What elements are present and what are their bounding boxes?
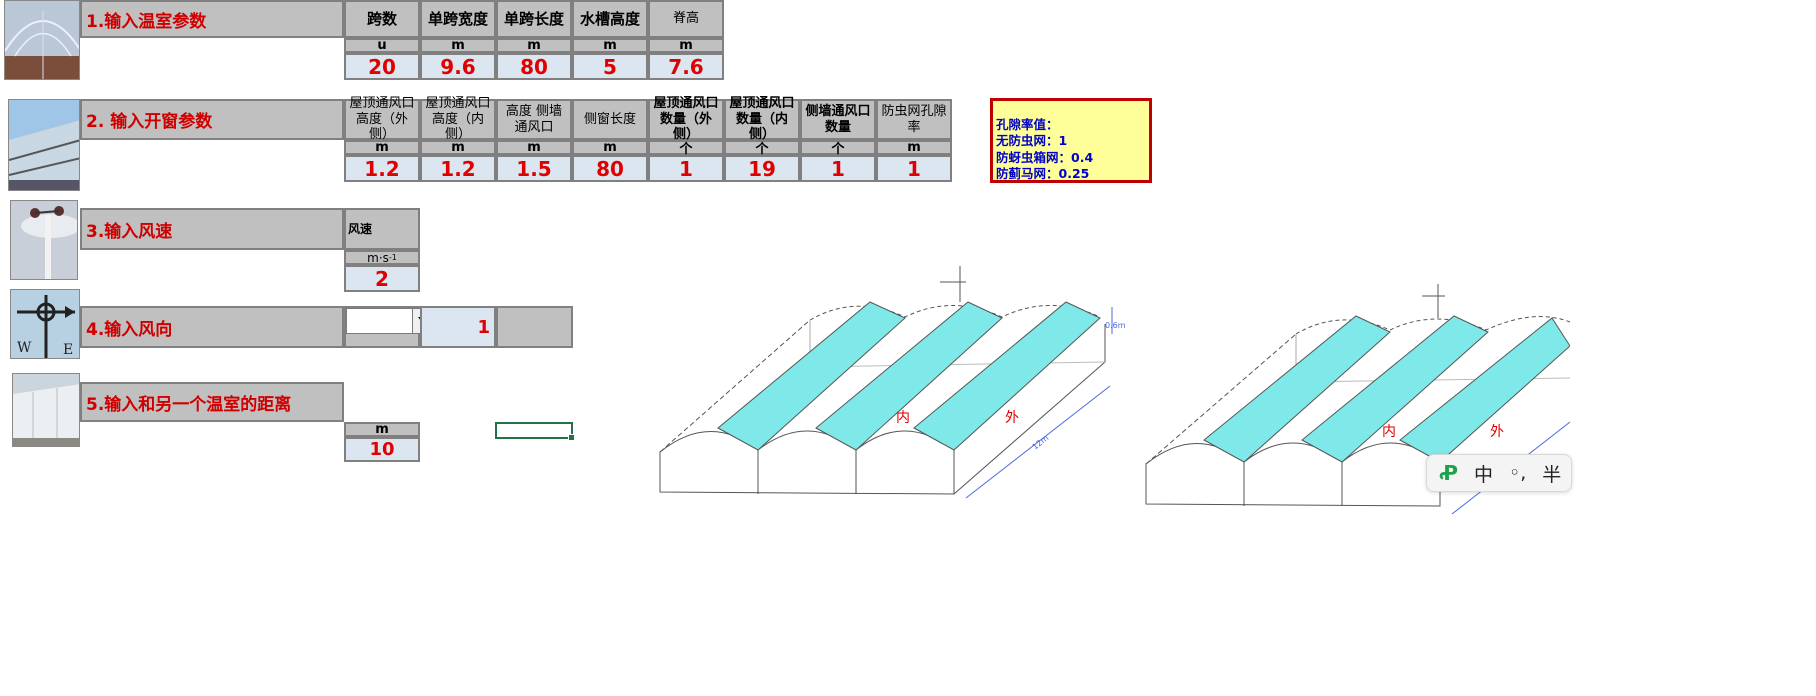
s5-unit-distance: m bbox=[344, 422, 420, 437]
section2-title: 2. 输入开窗参数 bbox=[80, 99, 344, 140]
active-cell-selection[interactable] bbox=[495, 422, 575, 441]
greenhouse-diagram-right: 内 外 bbox=[1140, 282, 1571, 524]
s2-header-insect-net-porosity: 防虫网孔隙率 bbox=[876, 99, 952, 140]
s1-unit-spans: u bbox=[344, 38, 420, 53]
s2-header-side-window-length: 侧窗长度 bbox=[572, 99, 648, 140]
section3-title: 3.输入风速 bbox=[80, 208, 344, 250]
porosity-note-line: 防蓟马网：0.25 bbox=[996, 165, 1090, 181]
s2-unit-1: m bbox=[420, 140, 496, 155]
s2-header-side-vent-count: 侧墙通风口数量 bbox=[800, 99, 876, 140]
diagram-label-outer: 外 bbox=[1490, 424, 1504, 440]
s2-value-roof-vent-height-outer[interactable]: 1.2 bbox=[344, 155, 420, 182]
s1-header-span-length: 单跨长度 bbox=[496, 0, 572, 38]
greenhouse-exterior-photo bbox=[8, 99, 80, 191]
porosity-note-line: 无防虫网：1 bbox=[996, 133, 1068, 149]
s5-value-distance[interactable]: 10 bbox=[344, 437, 420, 462]
porosity-note: 孔隙率值： 无防虫网：1 防蚜虫箱网：0.4 防蓟马网：0.25 bbox=[990, 98, 1152, 183]
section5-title: 5.输入和另一个温室的距离 bbox=[80, 382, 344, 422]
s2-unit-5: 个 bbox=[724, 140, 800, 157]
s1-value-gutter-height[interactable]: 5 bbox=[572, 53, 648, 80]
s2-unit-0: m bbox=[344, 140, 420, 155]
s2-header-roof-vent-count-inner: 屋顶通风口数量（内侧） bbox=[724, 96, 800, 142]
s2-unit-3: m bbox=[572, 140, 648, 155]
porosity-note-line: 防蚜虫箱网：0.4 bbox=[996, 149, 1094, 165]
diagram-dim-length: 12m bbox=[1031, 433, 1051, 451]
s2-value-side-vent-height[interactable]: 1.5 bbox=[496, 155, 572, 182]
s1-unit-span-width: m bbox=[420, 38, 496, 53]
s2-value-side-vent-count[interactable]: 1 bbox=[800, 155, 876, 182]
s3-unit-base: m·s bbox=[367, 250, 389, 265]
s1-value-span-length[interactable]: 80 bbox=[496, 53, 572, 80]
s3-value-wind-speed[interactable]: 2 bbox=[344, 265, 420, 292]
diagram-label-inner: 内 bbox=[1382, 424, 1396, 440]
s2-value-roof-vent-count-inner[interactable]: 19 bbox=[724, 155, 800, 182]
s1-header-spans: 跨数 bbox=[344, 0, 420, 38]
greenhouse-interior-photo bbox=[4, 0, 80, 80]
section1-title: 1.输入温室参数 bbox=[80, 0, 344, 38]
ime-toolbar[interactable]: Ꝓ 中 ◦, 半 bbox=[1426, 454, 1572, 492]
section4-title: 4.输入风向 bbox=[80, 306, 344, 348]
s2-header-roof-vent-height-outer: 屋顶通风口高度（外侧） bbox=[344, 96, 420, 142]
ime-width-toggle[interactable]: 半 bbox=[1542, 463, 1562, 486]
s3-header-wind-speed: 风速 bbox=[344, 208, 420, 250]
ime-logo-icon[interactable]: Ꝓ bbox=[1439, 461, 1458, 485]
s4-value-wind-direction[interactable]: 1 bbox=[420, 306, 496, 348]
svg-text:W: W bbox=[17, 340, 32, 356]
s2-header-roof-vent-count-outer: 屋顶通风口数量（外侧） bbox=[648, 96, 724, 142]
svg-text:E: E bbox=[63, 342, 73, 358]
porosity-note-title: 孔隙率值： bbox=[996, 117, 1059, 132]
s2-header-side-vent-height: 高度 侧墙通风口 bbox=[496, 99, 572, 140]
s4-empty-cell bbox=[496, 306, 573, 348]
diagram-label-inner: 内 bbox=[896, 410, 910, 426]
s3-unit-wind-speed: m·s-1 bbox=[344, 250, 420, 265]
ime-language-toggle[interactable]: 中 bbox=[1473, 463, 1493, 486]
greenhouse-distance-photo bbox=[12, 373, 80, 447]
s2-value-roof-vent-height-inner[interactable]: 1.2 bbox=[420, 155, 496, 182]
s1-header-gutter-height: 水槽高度 bbox=[572, 0, 648, 38]
s2-value-insect-net-porosity[interactable]: 1 bbox=[876, 155, 952, 182]
fill-handle[interactable] bbox=[568, 434, 575, 441]
wind-direction-selected bbox=[347, 313, 350, 328]
diagram-dim-height: 0.6m bbox=[1105, 321, 1126, 330]
diagram-label-outer: 外 bbox=[1005, 410, 1019, 426]
s1-header-ridge-height: 脊高 bbox=[648, 0, 724, 38]
greenhouse-diagram-left: 内 外 0.6m 12m bbox=[650, 262, 1140, 522]
s2-unit-2: m bbox=[496, 140, 572, 155]
s1-unit-span-length: m bbox=[496, 38, 572, 53]
anemometer-photo bbox=[10, 200, 78, 280]
s2-unit-7: m bbox=[876, 140, 952, 155]
s1-unit-gutter-height: m bbox=[572, 38, 648, 53]
s1-header-span-width: 单跨宽度 bbox=[420, 0, 496, 38]
s1-value-spans[interactable]: 20 bbox=[344, 53, 420, 80]
ime-punctuation-toggle[interactable]: ◦, bbox=[1508, 462, 1527, 484]
s2-header-roof-vent-height-inner: 屋顶通风口高度（内侧） bbox=[420, 96, 496, 142]
s1-value-ridge-height[interactable]: 7.6 bbox=[648, 53, 724, 80]
s1-value-span-width[interactable]: 9.6 bbox=[420, 53, 496, 80]
s2-value-side-window-length[interactable]: 80 bbox=[572, 155, 648, 182]
s2-unit-6: 个 bbox=[800, 140, 876, 157]
s2-unit-4: 个 bbox=[648, 140, 724, 157]
s3-unit-exponent: -1 bbox=[388, 253, 397, 262]
s2-value-roof-vent-count-outer[interactable]: 1 bbox=[648, 155, 724, 182]
s1-unit-ridge-height: m bbox=[648, 38, 724, 53]
